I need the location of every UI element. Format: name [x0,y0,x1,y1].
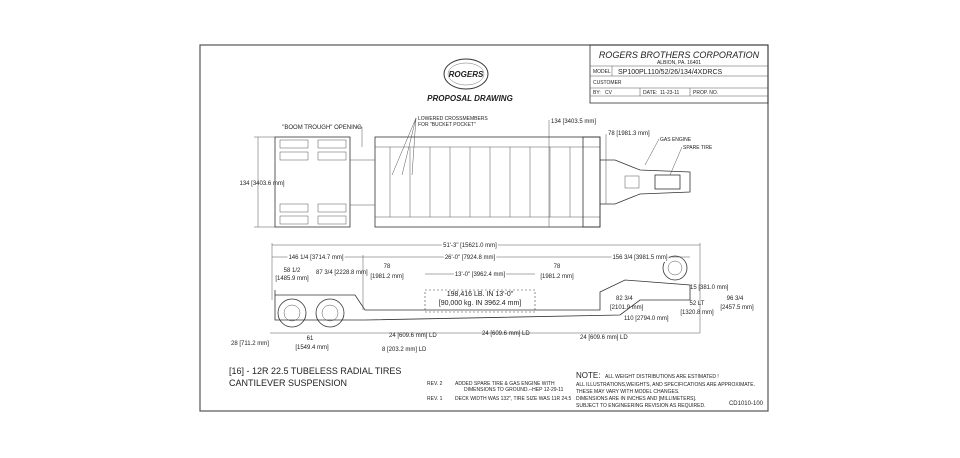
customer-label: CUSTOMER [593,80,622,86]
company-name: ROGERS BROTHERS CORPORATION [599,50,760,60]
axle-a-mm: [1485.9 mm] [275,276,309,282]
deck-height-dim: 28 [711.2 mm] [231,341,269,347]
date-value: 11-23-11 [660,90,679,96]
note-line: DIMENSIONS ARE IN INCHES AND [MILLIMETER… [576,396,696,402]
rogers-logo: ROGERS [443,58,489,90]
note-label: NOTE: [576,371,600,380]
overall-length-dim: 51'-3" [15621.0 mm] [443,243,497,249]
neck-110-dim: 110 [2794.0 mm] [624,316,669,322]
revision-notes: REV. 2 ADDED SPARE TIRE & GAS ENGINE WIT… [427,381,571,402]
logo-text: ROGERS [449,70,484,79]
rear-length-dim: 146 1/4 [3714.7 mm] [288,255,343,261]
gooseneck-width-dim: 78 [1981.3 mm] [608,131,650,137]
axle-b-dim: 87 3/4 [2228.8 mm] [316,270,368,276]
note-line: ALL ILLUSTRATIONS,WEIGHTS, AND SPECIFICA… [576,382,755,388]
overall-width-dim: 134 [3403.6 mm] [239,181,284,187]
tire-spec: [16] - 12R 22.5 TUBELESS RADIAL TIRES [229,366,401,376]
drawing-frame [199,44,769,412]
by-value: CV [605,90,613,96]
neck-82-dim: 82 3/4 [616,296,633,302]
deck-left-dim: 78 [384,264,391,270]
load-capacity-kg: [90,000 kg. IN 3962.4 mm] [439,300,522,307]
page-heading: PROPOSAL DRAWING [427,94,513,103]
drawing-number: CD1010-100 [729,401,764,407]
neck-96-mm: [2457.5 mm] [720,305,754,311]
load-capacity-lb: 198,416 LB. IN 13'-0" [447,291,514,298]
by-label: BY: [593,90,601,96]
model-label: MODEL [593,69,611,75]
company-location: ALBION, PA. 16401 [657,60,701,66]
rev-2-text: ADDED SPARE TIRE & GAS ENGINE WITH [455,381,555,387]
axle-spread-mm: [1549.4 mm] [295,345,329,351]
axle-a-dim: 58 1/2 [284,268,301,274]
crossmembers-label: LOWERED CROSSMEMBERS [418,116,488,122]
deck-right-dim: 78 [554,264,561,270]
neck-52-mm: [1320.8 mm] [680,310,714,316]
ld-dim-1: 24 [609.6 mm] LD [389,333,437,339]
note-line: ALL WEIGHT DISTRIBUTIONS ARE ESTIMATED ! [605,374,719,380]
load-span-dim: 13'-0" [3962.4 mm] [455,272,506,278]
side-view [270,243,701,334]
axle-spread-dim: 61 [307,336,314,342]
general-notes: NOTE: ALL WEIGHT DISTRIBUTIONS ARE ESTIM… [576,371,755,409]
model-value: SP100PL110/52/26/134/4XDRCS [618,69,722,76]
bucket-pocket-label: FOR "BUCKET POCKET" [418,122,476,128]
rev-2-text2: DIMENSIONS TO GROUND.--HEP 12-29-11 [464,387,564,393]
rev-1-text: DECK WIDTH WAS 132", TIRE SIZE WAS 11R 2… [455,396,571,402]
note-line: THESE MAY VARY WITH MODEL CHANGES. [576,389,680,395]
title-block: ROGERS BROTHERS CORPORATION ALBION, PA. … [589,44,769,104]
prop-no-label: PROP. NO. [693,90,718,96]
date-label: DATE: [643,90,657,96]
neck-82-mm: [2101.9 mm] [610,305,644,311]
spare-tire-label: SPARE TIRE [683,145,713,151]
neck-length-dim: 156 3/4 [3981.5 mm] [612,255,667,261]
suspension-spec: CANTILEVER SUSPENSION [229,378,347,388]
neck-52-dim: 52 LT [690,301,705,307]
ld-dim-3: 24 [609.6 mm] LD [482,331,530,337]
boom-trough-label: "BOOM TROUGH" OPENING [282,125,362,131]
gas-engine-label: GAS ENGINE [660,137,692,143]
note-line: SUBJECT TO ENGINEERING REVISION AS REQUI… [576,403,705,409]
plan-view: 134 [3403.6 mm] "BOOM TROUGH" OPENING LO… [239,116,713,228]
ld-dim-4: 24 [609.6 mm] LD [580,335,628,341]
deck-width-dim: 134 [3403.5 mm] [551,119,596,125]
rev-2-label: REV. 2 [427,381,443,387]
deck-left-mm: [1981.2 mm] [370,274,404,280]
deck-right-mm: [1981.2 mm] [540,274,574,280]
deck-length-dim: 26'-0" [7924.8 mm] [445,255,496,261]
ld-dim-2: 8 [203.2 mm] LD [382,347,427,353]
neck-96-dim: 96 3/4 [727,296,744,302]
side-view-dimensions: 51'-3" [15621.0 mm] 146 1/4 [3714.7 mm] … [231,242,754,354]
rev-1-label: REV. 1 [427,396,443,402]
neck-15-dim: 15 [381.0 mm] [690,285,729,291]
